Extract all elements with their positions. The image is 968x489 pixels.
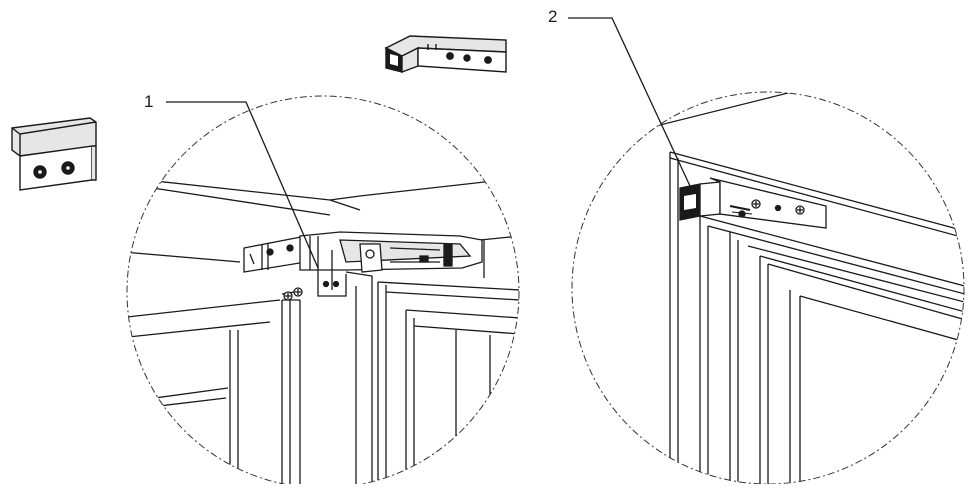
hinge-cover-icon: [11, 117, 97, 191]
hinge-bracket-icon: [384, 35, 507, 74]
callout-2-label: 2: [548, 7, 558, 26]
left-detail-view: [126, 95, 520, 489]
right-detail-view: [571, 91, 965, 485]
callout-2-leader: [568, 17, 691, 187]
right-detail-circle: [571, 91, 965, 485]
left-detail-circle: [126, 95, 520, 489]
callout-1-label: 1: [144, 92, 154, 111]
callout-1-leader: [166, 101, 319, 269]
